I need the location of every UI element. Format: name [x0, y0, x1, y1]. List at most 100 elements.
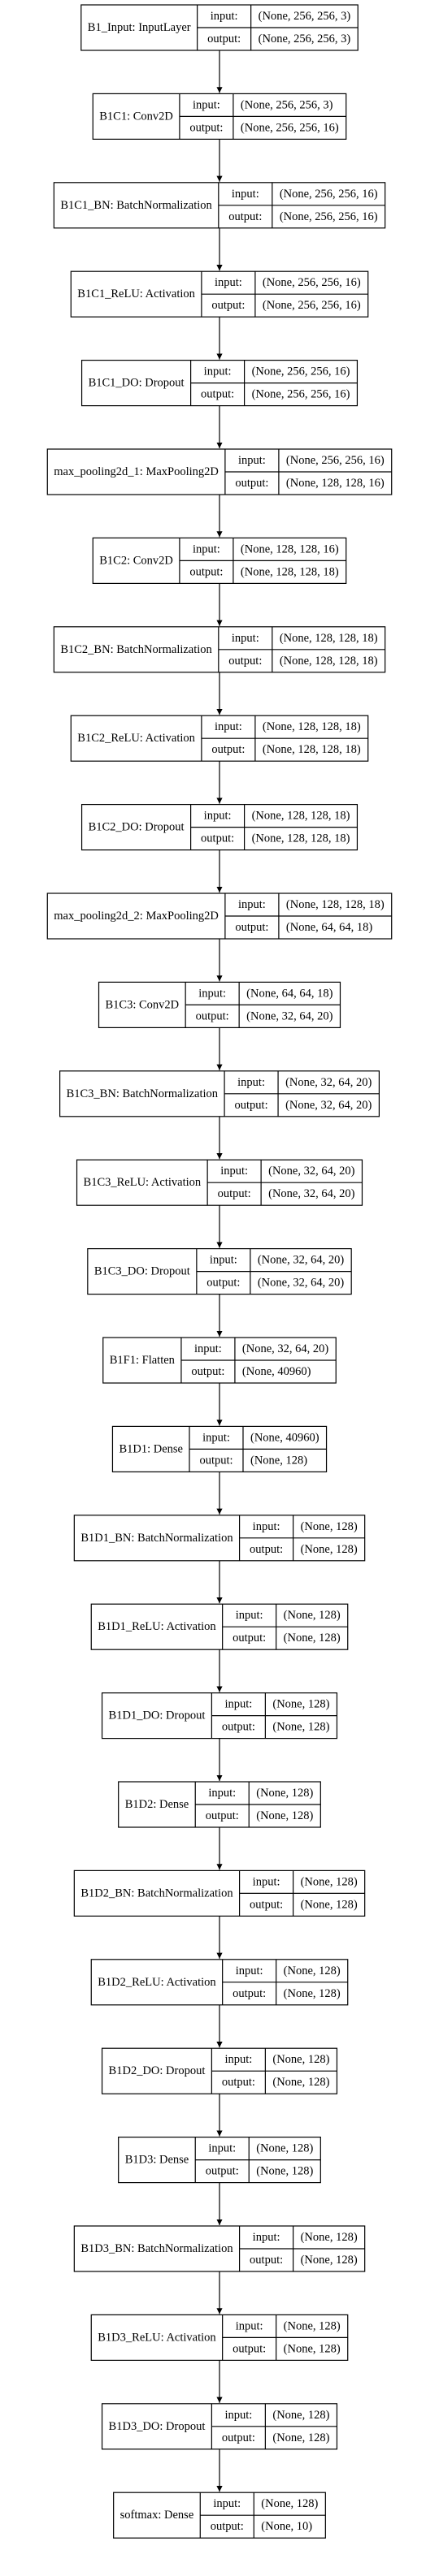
layer-label: B1D1_BN: BatchNormalization — [80, 1532, 233, 1545]
input-shape: (None, 128) — [272, 2409, 329, 2422]
input-port-label: input: — [215, 720, 242, 733]
layer-label: B1D1: Dense — [119, 1442, 183, 1455]
output-port-label: output: — [206, 1277, 240, 1290]
input-port-label: input: — [236, 1609, 263, 1622]
input-shape: (None, 256, 256, 3) — [241, 98, 333, 111]
input-shape: (None, 128) — [284, 2319, 341, 2332]
input-port-label: input: — [194, 1342, 222, 1355]
layer-node: B1D1_BN: BatchNormalizationinput:output:… — [73, 1515, 366, 1562]
input-shape: (None, 128, 128, 18) — [280, 632, 378, 645]
layer-node: B1C1_ReLU: Activationinput:output:(None,… — [70, 270, 369, 318]
input-shape: (None, 40960) — [250, 1431, 319, 1444]
input-shape: (None, 256, 256, 16) — [280, 188, 378, 201]
output-port-label: output: — [228, 655, 262, 668]
output-port-label: output: — [222, 2076, 255, 2089]
output-port-label: output: — [201, 832, 234, 845]
layer-label: B1D3_ReLU: Activation — [98, 2331, 216, 2344]
output-port-label: output: — [250, 2254, 283, 2267]
layer-node: max_pooling2d_2: MaxPooling2Dinput:outpu… — [46, 893, 393, 940]
output-port-label: output: — [191, 1365, 224, 1378]
input-shape: (None, 32, 64, 20) — [258, 1254, 344, 1267]
layer-label: B1C1_DO: Dropout — [89, 377, 185, 390]
layer-label: B1C1_ReLU: Activation — [77, 287, 195, 300]
input-port-label: input: — [232, 632, 259, 645]
layer-label: max_pooling2d_1: MaxPooling2D — [54, 465, 219, 478]
output-port-label: output: — [218, 1187, 251, 1200]
output-shape: (None, 128) — [284, 1987, 341, 2000]
output-shape: (None, 256, 256, 3) — [259, 32, 351, 45]
layer-label: B1C2_BN: BatchNormalization — [60, 643, 212, 656]
input-port-label: input: — [204, 365, 232, 378]
layer-label: B1C3_BN: BatchNormalization — [67, 1087, 219, 1100]
output-shape: (None, 32, 64, 20) — [246, 1009, 333, 1022]
output-port-label: output: — [189, 565, 223, 578]
input-port-label: input: — [215, 276, 242, 289]
output-port-label: output: — [235, 921, 268, 934]
output-port-label: output: — [235, 1099, 268, 1112]
input-shape: (None, 128) — [272, 1698, 329, 1711]
output-shape: (None, 128) — [284, 1632, 341, 1645]
layer-label: B1_Input: InputLayer — [88, 21, 191, 34]
output-shape: (None, 128, 128, 18) — [280, 655, 378, 668]
output-shape: (None, 10) — [261, 2520, 312, 2533]
output-shape: (None, 128) — [250, 1454, 307, 1467]
input-shape: (None, 128) — [301, 1520, 358, 1533]
output-port-label: output: — [233, 1987, 266, 2000]
input-shape: (None, 256, 256, 3) — [259, 10, 351, 23]
output-shape: (None, 128) — [256, 2165, 313, 2178]
layer-node: B1D3_BN: BatchNormalizationinput:output:… — [73, 2225, 366, 2272]
input-shape: (None, 256, 256, 16) — [263, 276, 361, 289]
input-port-label: input: — [220, 1165, 248, 1178]
output-port-label: output: — [233, 1632, 266, 1645]
layer-label: max_pooling2d_2: MaxPooling2D — [54, 910, 219, 923]
layer-node: B1_Input: InputLayerinput:output:(None, … — [80, 4, 359, 51]
input-port-label: input: — [253, 1875, 280, 1888]
layer-node: B1C3_ReLU: Activationinput:output:(None,… — [76, 1159, 363, 1206]
output-shape: (None, 128) — [256, 1809, 313, 1822]
output-shape: (None, 128, 128, 16) — [286, 477, 385, 490]
input-port-label: input: — [208, 2142, 236, 2155]
input-port-label: input: — [238, 454, 266, 467]
output-shape: (None, 256, 256, 16) — [263, 299, 361, 312]
output-port-label: output: — [199, 1454, 233, 1467]
layer-label: B1C2_DO: Dropout — [89, 821, 185, 834]
output-shape: (None, 256, 256, 16) — [280, 210, 378, 223]
layer-node: max_pooling2d_1: MaxPooling2Dinput:outpu… — [46, 448, 393, 495]
input-port-label: input: — [204, 810, 232, 823]
input-shape: (None, 128) — [284, 1609, 341, 1622]
layer-label: softmax: Dense — [120, 2509, 194, 2522]
layer-node: B1D2_ReLU: Activationinput:output:(None,… — [90, 1959, 349, 2006]
output-shape: (None, 128) — [272, 2431, 329, 2444]
input-shape: (None, 32, 64, 20) — [268, 1165, 354, 1178]
layer-node: B1C2_ReLU: Activationinput:output:(None,… — [70, 715, 369, 762]
input-port-label: input: — [202, 1431, 230, 1444]
output-port-label: output: — [211, 2520, 244, 2533]
input-shape: (None, 32, 64, 20) — [242, 1342, 328, 1355]
output-port-label: output: — [250, 1543, 283, 1556]
input-port-label: input: — [193, 98, 220, 111]
input-shape: (None, 128) — [301, 1875, 358, 1888]
input-port-label: input: — [210, 1254, 237, 1267]
layer-node: B1C2_BN: BatchNormalization input: output:… — [53, 626, 386, 673]
layer-node: B1D1: Dense input: output: (None, 40960) (No… — [111, 1425, 328, 1473]
output-shape: (None, 32, 64, 20) — [258, 1277, 344, 1290]
input-port-label: input: — [224, 2053, 252, 2066]
input-shape: (None, 256, 256, 16) — [286, 454, 385, 467]
layer-label: B1D2_ReLU: Activation — [98, 1976, 216, 1989]
input-port-label: input: — [213, 2497, 241, 2510]
output-shape: (None, 32, 64, 20) — [285, 1099, 372, 1112]
output-port-label: output: — [196, 1009, 229, 1022]
output-shape: (None, 128) — [301, 1543, 358, 1556]
